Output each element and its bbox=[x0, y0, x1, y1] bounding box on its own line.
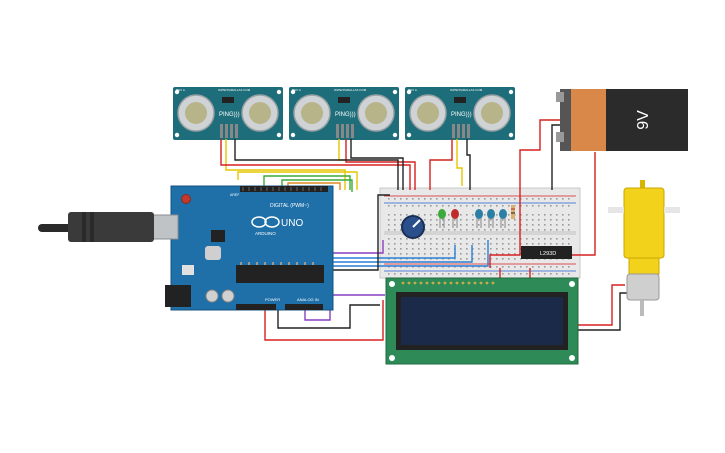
aref-label: AREF bbox=[230, 193, 239, 197]
led-green bbox=[438, 209, 446, 228]
led-red bbox=[451, 209, 459, 228]
sensor-2-label: PING))) bbox=[335, 112, 356, 118]
ultrasonic-sensor-3[interactable]: PING))) WWW.PARALLAX.COM REV A bbox=[405, 87, 515, 140]
sensor-2-rev: REV A bbox=[292, 88, 301, 92]
microcontroller-chip bbox=[236, 265, 324, 283]
battery-voltage: 9V bbox=[635, 110, 652, 130]
lcd-screen bbox=[401, 297, 563, 345]
brand-label: ARDUINO bbox=[255, 231, 276, 236]
arduino-uno[interactable]: DIGITAL (PWM~) AREF UNO ARDUINO POWER AN… bbox=[151, 185, 334, 311]
leds bbox=[438, 205, 515, 228]
sensor-1-rev: REV A bbox=[176, 88, 185, 92]
sensor-3-rev: REV A bbox=[408, 88, 417, 92]
analog-label: ANALOG IN bbox=[297, 297, 319, 302]
sensor-3-site: WWW.PARALLAX.COM bbox=[450, 88, 483, 92]
ultrasonic-sensor-2[interactable]: PING))) WWW.PARALLAX.COM REV A bbox=[289, 87, 399, 140]
resistor bbox=[511, 205, 515, 219]
arduino-logo: UNO ARDUINO bbox=[251, 216, 303, 236]
motor-driver-chip[interactable]: L293D bbox=[521, 246, 572, 259]
led-blue-3 bbox=[499, 209, 507, 228]
sensor-1-site: WWW.PARALLAX.COM bbox=[218, 88, 251, 92]
reset-button-icon bbox=[181, 194, 191, 204]
ultrasonic-sensor-1[interactable]: PING))) WWW.PARALLAX.COM REV A bbox=[173, 87, 283, 140]
led-blue-1 bbox=[475, 209, 483, 228]
sensor-1-label: PING))) bbox=[219, 112, 240, 118]
potentiometer-icon[interactable] bbox=[401, 215, 425, 239]
power-jack-icon bbox=[165, 285, 191, 307]
digital-label: DIGITAL (PWM~) bbox=[270, 203, 309, 209]
sensor-2-site: WWW.PARALLAX.COM bbox=[334, 88, 367, 92]
battery-9v[interactable]: 9V bbox=[556, 89, 688, 151]
model-label: UNO bbox=[281, 218, 303, 229]
usb-plug-icon bbox=[38, 212, 154, 242]
driver-ic-label: L293D bbox=[540, 251, 556, 257]
dc-motor[interactable] bbox=[608, 180, 680, 316]
power-label: POWER bbox=[265, 297, 280, 302]
lcd-display[interactable] bbox=[385, 277, 579, 365]
sensor-3-label: PING))) bbox=[451, 112, 472, 118]
led-blue-2 bbox=[487, 209, 495, 228]
